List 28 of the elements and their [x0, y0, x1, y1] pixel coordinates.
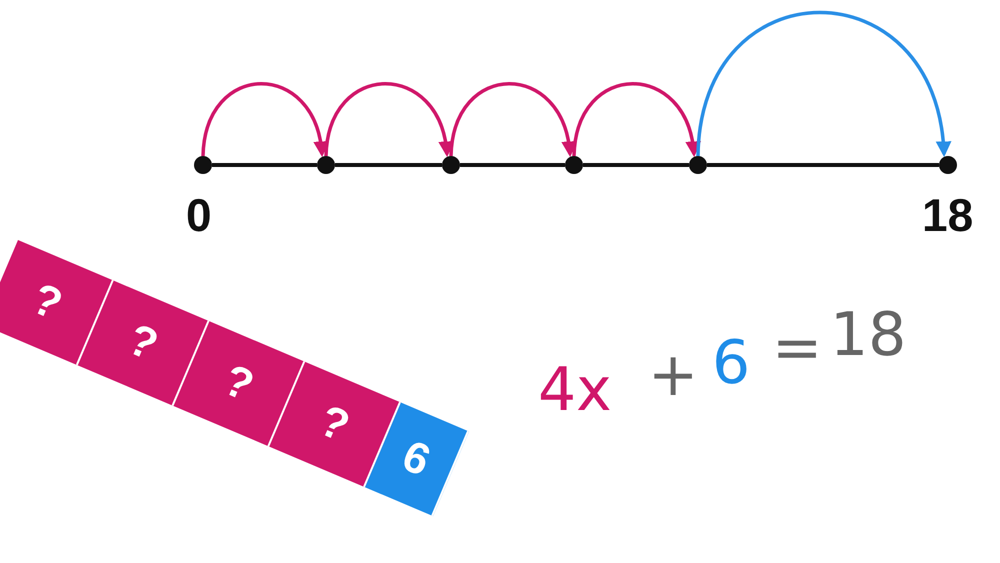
number-label: 0	[186, 192, 212, 238]
jump-arrow	[449, 82, 576, 158]
number-line-point	[939, 156, 957, 174]
number-line-segment	[707, 163, 939, 167]
equation-term: =	[772, 318, 822, 378]
jump-arrow	[696, 11, 950, 158]
segment-label: ?	[313, 398, 356, 450]
segment-label: ?	[217, 358, 260, 410]
number-label: 18	[922, 192, 974, 238]
number-line-point	[194, 156, 212, 174]
number-line-segment	[212, 163, 317, 167]
equation-term: +	[648, 345, 698, 405]
jump-arrow	[201, 82, 328, 158]
number-line-segment	[335, 163, 442, 167]
number-line-segment	[460, 163, 565, 167]
jump-arrow	[572, 82, 700, 158]
segment-label: ?	[122, 317, 164, 368]
number-line-point	[689, 156, 707, 174]
segment-label: 6	[396, 434, 436, 484]
segment-label: ?	[26, 276, 68, 328]
jump-arrow	[324, 82, 453, 158]
number-line-point	[442, 156, 460, 174]
number-line-point	[317, 156, 335, 174]
equation-term: 4x	[538, 360, 612, 420]
equation-term: 18	[830, 305, 906, 365]
number-line-segment	[583, 163, 689, 167]
equation-term: 6	[712, 333, 750, 393]
number-line-point	[565, 156, 583, 174]
